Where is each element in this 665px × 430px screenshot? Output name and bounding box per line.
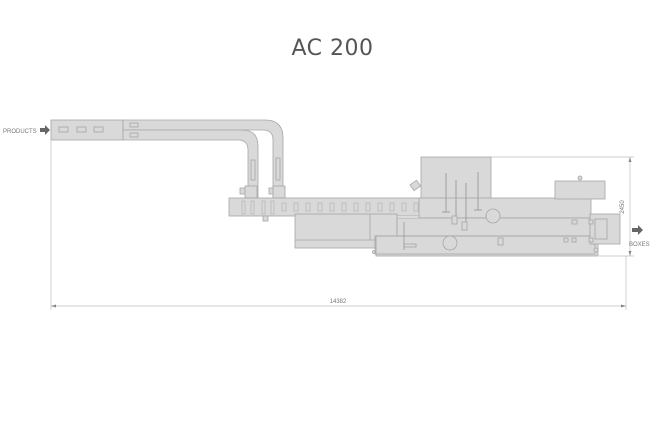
dimension-lines	[50, 140, 634, 310]
erector-tower	[374, 156, 596, 255]
boxes-label: BOXES	[629, 242, 650, 248]
products-label: PRODUCTS	[3, 129, 37, 135]
overall-height-dimension: 2450	[620, 200, 626, 214]
boxes-arrow-icon	[632, 225, 643, 235]
dimension-arrowheads	[51, 157, 632, 308]
lane-clamps	[239, 179, 422, 199]
overall-length-dimension: 14382	[330, 299, 347, 305]
outfeed-section	[554, 175, 621, 253]
machine-frame	[294, 213, 599, 257]
products-arrow-icon	[40, 125, 50, 135]
diagram-title: AC 200	[291, 36, 374, 61]
